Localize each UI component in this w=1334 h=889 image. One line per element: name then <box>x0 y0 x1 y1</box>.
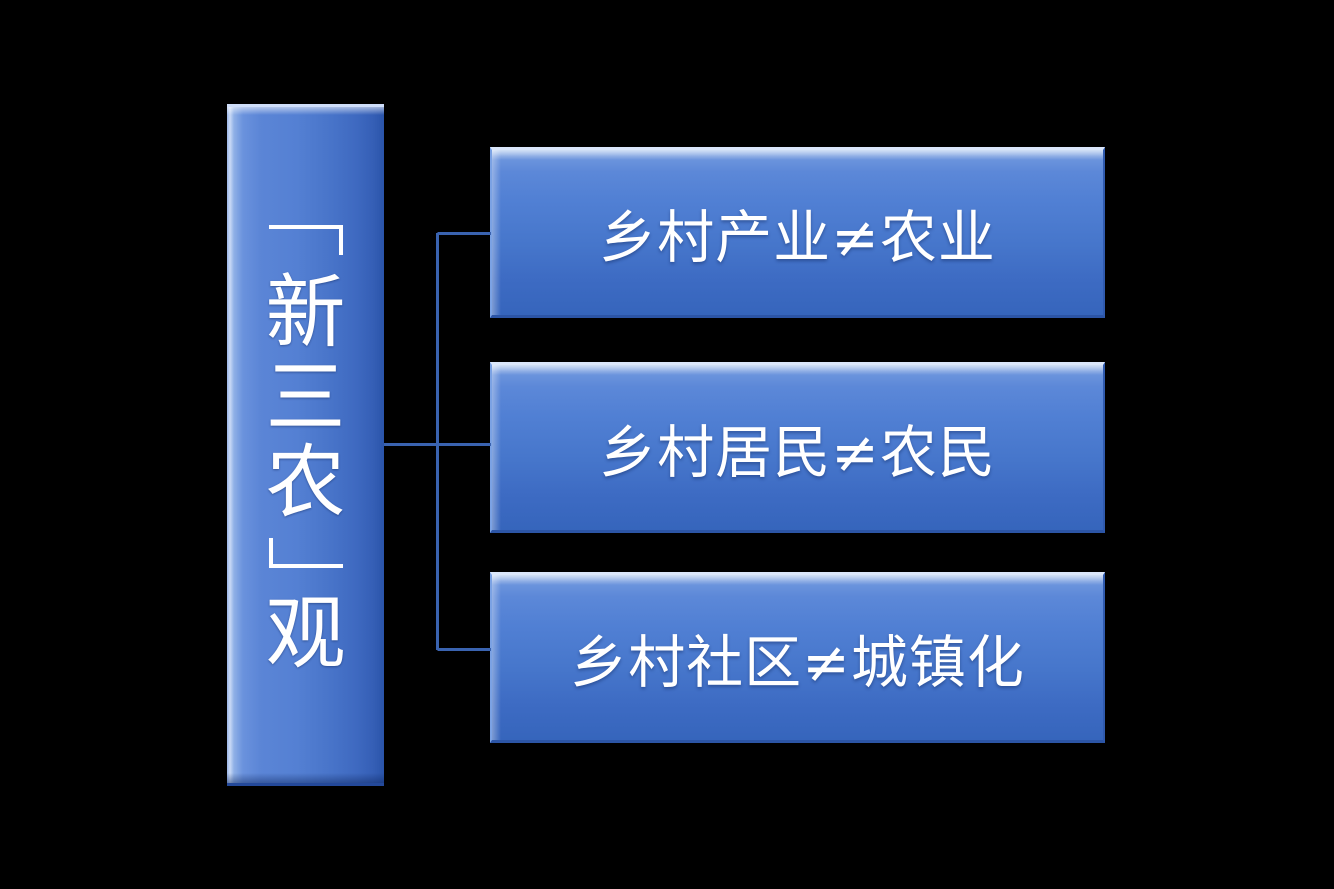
corner-bracket-close-icon <box>263 530 349 586</box>
item-box-2-label: 乡村居民≠农民 <box>599 419 996 486</box>
root-char-5: 观 <box>265 586 346 680</box>
root-node-box[interactable]: 新 三 农 观 <box>227 104 384 786</box>
root-node-vertical-text: 新 三 农 观 <box>227 107 384 783</box>
root-char-2: 三 <box>265 351 346 445</box>
corner-bracket-open-icon <box>263 213 349 269</box>
item-box-1-label: 乡村产业≠农业 <box>599 204 996 271</box>
item-box-3-label: 乡村社区≠城镇化 <box>570 629 1025 696</box>
item-box-3[interactable]: 乡村社区≠城镇化 <box>490 572 1105 743</box>
item-box-2[interactable]: 乡村居民≠农民 <box>490 362 1105 533</box>
item-box-1[interactable]: 乡村产业≠农业 <box>490 147 1105 318</box>
root-char-1: 新 <box>265 266 346 360</box>
root-char-3: 农 <box>265 436 346 529</box>
